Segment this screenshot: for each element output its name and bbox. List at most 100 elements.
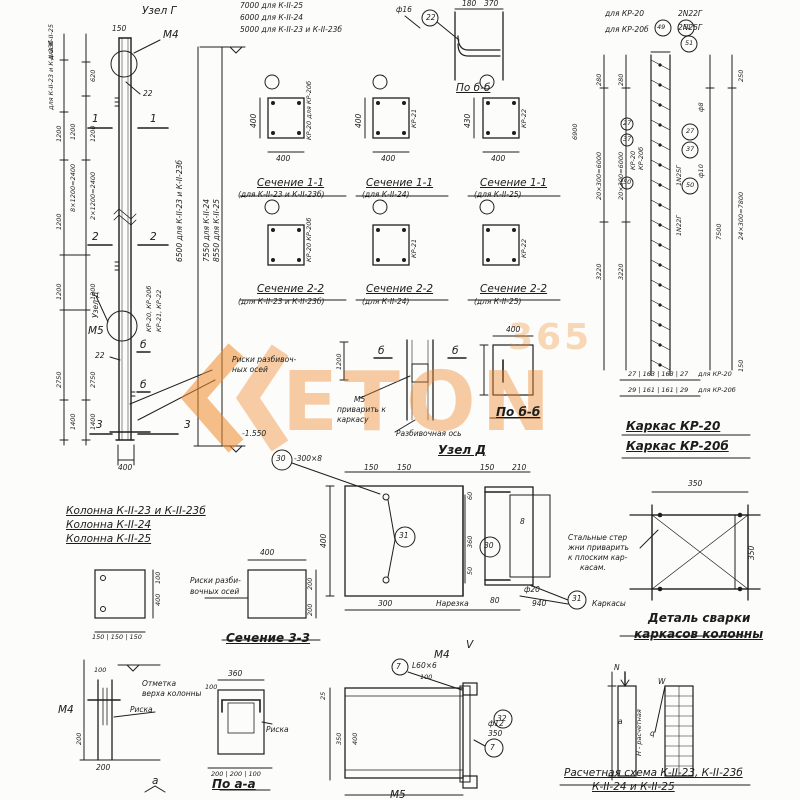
m4-dim-400: 400	[351, 732, 359, 745]
height-vertical-3: 8550 для К-II-25	[212, 198, 221, 262]
s1-b-kr: КР-21	[410, 108, 418, 128]
cage-dim-b6: 150	[737, 359, 745, 372]
kr-label-1: КР-20, КР-20б	[145, 285, 153, 332]
calc-n: N	[614, 663, 620, 672]
node-d-dim-left: 400	[319, 533, 328, 548]
bottom-top-mark-2: верха колонны	[142, 689, 202, 698]
cage-phi-8: ф8	[697, 102, 705, 112]
bottom-details	[79, 658, 751, 796]
m4-dim-350: 350	[335, 732, 343, 745]
calc-title-1: Расчетная схема К-II-23, К-II-23б	[564, 767, 743, 779]
sections-1-2	[239, 74, 561, 301]
cage-bottom-dims-1: 27 | 163 | 163 | 27	[628, 370, 689, 378]
left-right-dim-2: 1200	[89, 125, 97, 142]
m4-dim-25: 25	[319, 691, 327, 700]
plate-dims: 150 | 150 | 150	[92, 633, 142, 641]
cage-dim-b5: 250	[737, 69, 745, 82]
weld-note-4: касам.	[580, 563, 606, 572]
left-right-dim-1: 620	[89, 69, 97, 82]
cage-dim-a3: 3220	[617, 263, 625, 280]
bottom-riska-1: Риска	[130, 705, 153, 714]
node-d-dim-2: 150	[397, 463, 412, 472]
s1-a-side: 400	[249, 113, 258, 128]
bottom-dim-200: 200	[75, 732, 83, 745]
bb-mid-1200: 1200	[335, 353, 343, 370]
node-d-bottom-narezka: Нарезка	[436, 599, 469, 608]
weld-dim-350: 350	[688, 479, 703, 488]
m4-label: М4	[163, 29, 179, 41]
marker-22b: 22	[95, 351, 105, 360]
cage-dim-b3: 7500	[715, 223, 723, 240]
node-g-label: Узел Г	[142, 5, 177, 17]
bb-top-marker: 22	[426, 13, 436, 22]
s2-c-kr: КР-22	[520, 238, 528, 258]
m5-bottom-title: М5	[390, 789, 406, 800]
section-mark-b-upper: б	[140, 339, 147, 351]
left-dim-5: 1200	[69, 123, 77, 140]
weld-detail	[619, 491, 761, 637]
s2-b-kr: КР-21	[410, 238, 418, 258]
calc-h: H - расчетная	[635, 709, 643, 756]
node-d-marker-31b: 31	[572, 594, 582, 603]
cage-dim-b4: 24×300=7800	[737, 191, 745, 240]
cage-marker-37: 37	[686, 145, 695, 153]
cage-title-1: Каркас КР-20	[626, 419, 721, 433]
s1-c-dim: 400	[491, 154, 506, 163]
bb-mid-b-left: б	[378, 345, 385, 357]
section-mark-1-right: 1	[150, 113, 157, 125]
aa-dim-100: 100	[205, 683, 218, 691]
m5-label: М5	[88, 325, 104, 337]
top-height-2: 6000 для К-II-24	[240, 13, 304, 22]
cage-marker-27: 27	[686, 127, 695, 135]
left-dim-2: 1200	[55, 213, 63, 230]
weld-note-1: Стальные стер	[568, 533, 628, 542]
cage-side-2: КР-20б	[637, 146, 645, 170]
cage-marker-49: 49	[657, 23, 666, 31]
height-vertical-1: 6500 для К-II-23 и К-II-23б	[175, 159, 184, 262]
section-mark-b-lower: б	[140, 379, 147, 391]
section-mark-2-right: 2	[150, 231, 157, 243]
detail-bb-mid	[339, 335, 541, 433]
weld-title-1: Деталь сварки	[648, 611, 751, 625]
s1-b-dim: 400	[381, 154, 396, 163]
weld-note-3: к плоским кар-	[568, 553, 628, 562]
s1-a-label: Сечение 1-1	[257, 177, 325, 189]
bb-top-title: По б-б	[456, 82, 491, 94]
cage-dim-a1: 280	[617, 73, 625, 86]
m4-title: М4	[434, 649, 450, 661]
base-width: 400	[118, 463, 133, 472]
section-mark-1-left: 1	[92, 113, 99, 125]
cage-dim-b2: 6900	[571, 123, 579, 140]
s3-label: Сечение 3-3	[226, 631, 311, 645]
cage-marker-37b: 37	[623, 135, 632, 143]
m4-v: V	[466, 639, 474, 651]
node-d-bottom-80: 80	[490, 596, 500, 605]
weld-note-2: жни приварить	[568, 543, 629, 552]
node-d-side-1: 60	[466, 491, 474, 500]
cage-marker-50b: 50	[623, 178, 632, 186]
cage-note-kr20b: для КР-20б	[605, 25, 649, 34]
detail-bb-top	[404, 8, 504, 81]
left-right-dim-5: 2750	[89, 371, 97, 388]
s1-c-side: 430	[463, 113, 472, 128]
marker-22a: 22	[143, 89, 153, 98]
s2-a-kr: КР-20 КР-20б	[305, 217, 313, 262]
column-title-1: Колонна К-II-23 и К-II-23б	[66, 505, 206, 517]
cage-bottom-note-2: для КР-20б	[698, 386, 736, 394]
kr-label-2: КР-21, КР-22	[155, 289, 163, 332]
bb-top-dim1: 180	[462, 0, 477, 8]
cage-side-4: 1N22Г	[675, 215, 683, 236]
section-mark-3-right: 3	[184, 419, 191, 431]
s3-note-2: вочных осей	[190, 587, 240, 596]
cage-dim-b1: 20×300=6000	[617, 151, 625, 200]
node-d	[271, 449, 587, 611]
bottom-dim-100: 100	[94, 666, 107, 674]
left-dim-6: 2750	[55, 371, 63, 388]
node-d-dim-1: 150	[364, 463, 379, 472]
top-height-3: 5000 для К-II-23 и К-II-23б	[240, 25, 343, 34]
calc-a: а	[618, 717, 623, 726]
s1-b-sub: (для К-II-24)	[362, 190, 410, 199]
s1-c-sub: (для К-II-25)	[474, 190, 522, 199]
aa-dims-bottom: 200 | 200 | 100	[211, 770, 261, 778]
